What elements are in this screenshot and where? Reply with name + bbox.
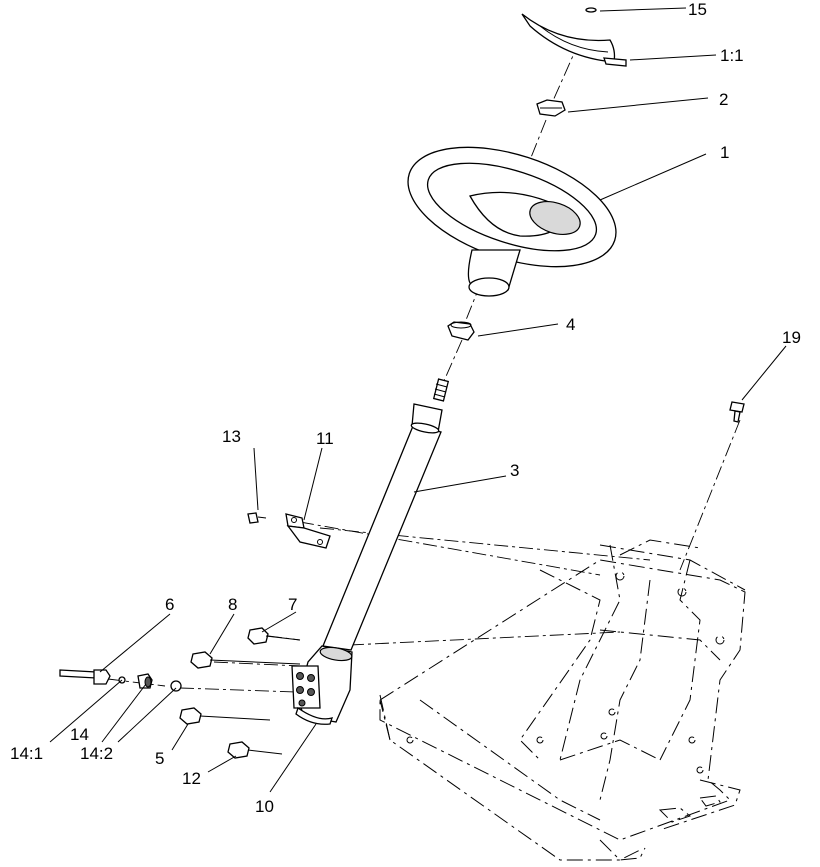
screw (729, 401, 745, 423)
callout-8: 8 (228, 595, 237, 614)
callout-5: 5 (155, 749, 164, 768)
hose-assembly (59, 669, 182, 692)
callout-14-1: 14:1 (10, 744, 43, 763)
hydraulic-fittings (179, 627, 301, 759)
steering-cap (521, 7, 627, 67)
callout-10: 10 (255, 797, 274, 816)
callout-2: 2 (719, 90, 728, 109)
callout-15: 15 (688, 0, 707, 19)
callout-13: 13 (222, 427, 241, 446)
callout-labels: 15 1:1 2 1 4 19 13 11 3 6 8 7 14:1 14 14… (10, 0, 801, 816)
alignment-axes (107, 39, 741, 693)
callout-19: 19 (782, 328, 801, 347)
callout-1-1: 1:1 (720, 46, 744, 65)
steering-column (322, 378, 450, 651)
chassis-frame (379, 539, 746, 861)
leader-lines (49, 7, 787, 793)
callout-14: 14 (70, 725, 89, 744)
column-housing (291, 645, 353, 725)
callout-6: 6 (165, 595, 174, 614)
callout-3: 3 (510, 461, 519, 480)
callout-1: 1 (720, 143, 729, 162)
callout-12: 12 (182, 769, 201, 788)
callout-11: 11 (316, 429, 334, 448)
hex-nut (536, 99, 566, 117)
bushing (447, 321, 475, 341)
bolt (247, 512, 267, 524)
callout-14-2: 14:2 (80, 744, 113, 763)
callout-7: 7 (288, 595, 297, 614)
clamp-bracket (285, 513, 331, 549)
callout-4: 4 (566, 315, 575, 334)
steering-wheel (407, 146, 617, 297)
